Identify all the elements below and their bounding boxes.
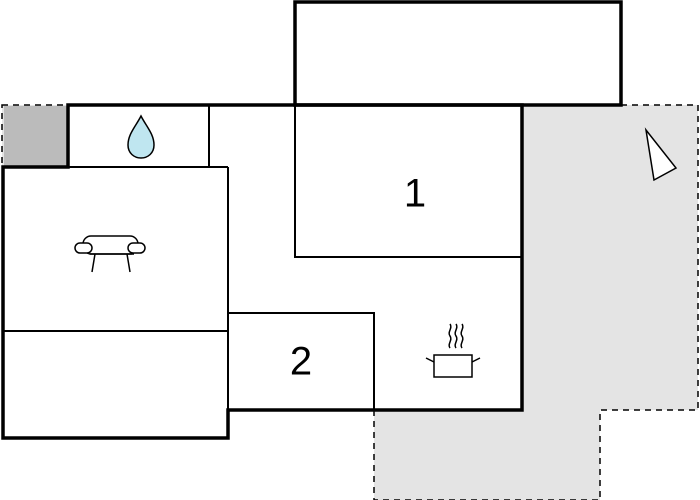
top-annex (293, 0, 623, 107)
terrace-area-right (373, 104, 699, 500)
room-2-label: 2 (290, 340, 312, 384)
room-1-label: 1 (404, 172, 426, 216)
water-drop-icon (127, 114, 155, 159)
outer-wall (1, 103, 524, 440)
cooking-pot-icon (425, 323, 481, 378)
wall-room-1 (294, 105, 522, 258)
storage-corner (4, 106, 68, 166)
sofa-icon (74, 235, 146, 273)
wall-room-2 (228, 312, 375, 410)
north-arrow-icon (644, 127, 678, 182)
